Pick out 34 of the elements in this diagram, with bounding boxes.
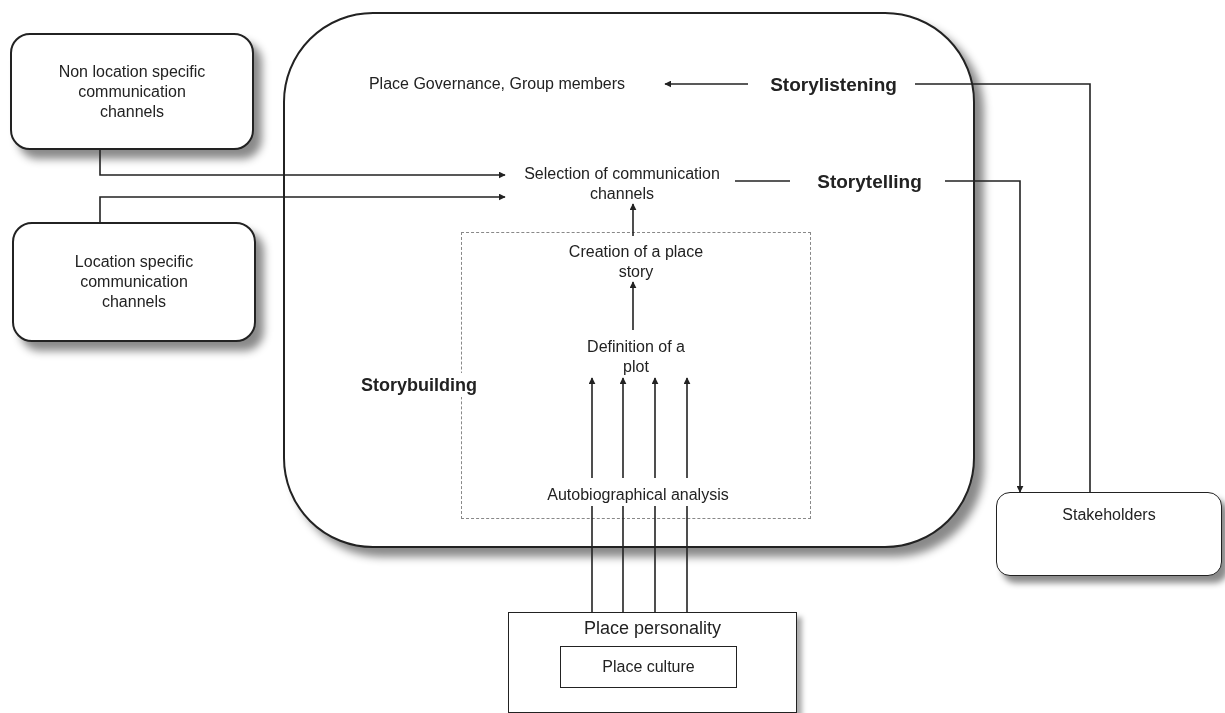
- box-text: Stakeholders: [1061, 505, 1157, 525]
- box-text: Non location specific communication channels: [57, 61, 207, 122]
- step-text: Selection of communication channels: [507, 162, 737, 206]
- arrow: [588, 377, 596, 479]
- arrow: [944, 180, 1024, 493]
- arrow: [99, 149, 506, 179]
- arrow: [651, 377, 659, 479]
- stage-label: Storytelling: [792, 168, 947, 196]
- connector-line: [654, 505, 656, 613]
- arrow: [99, 193, 506, 223]
- rounded-frame: [283, 12, 975, 548]
- outer-box: [508, 612, 797, 713]
- arrow: [619, 377, 627, 479]
- connector-line: [914, 83, 1091, 493]
- connector-line: [734, 180, 791, 182]
- connector-line: [591, 505, 593, 613]
- box-text: Place culture: [602, 657, 695, 677]
- box-title: Place personality: [582, 618, 723, 638]
- connector-line: [686, 505, 688, 613]
- connector-line: [622, 505, 624, 613]
- inner-box: [560, 646, 737, 688]
- arrow: [664, 80, 749, 88]
- arrow: [629, 203, 637, 237]
- stage-label: Storylistening: [750, 72, 917, 98]
- step-text: Place Governance, Group members: [327, 72, 667, 96]
- arrow: [629, 281, 637, 331]
- step-text: Autobiographical analysis: [518, 481, 758, 509]
- arrow: [683, 377, 691, 479]
- step-text: Definition of a plot: [573, 333, 699, 381]
- rounded-box: [12, 222, 256, 342]
- rounded-box: [996, 492, 1222, 576]
- rounded-box: [10, 33, 254, 150]
- box-text: Location specific communication channels: [73, 252, 195, 312]
- step-text: Creation of a place story: [559, 239, 713, 285]
